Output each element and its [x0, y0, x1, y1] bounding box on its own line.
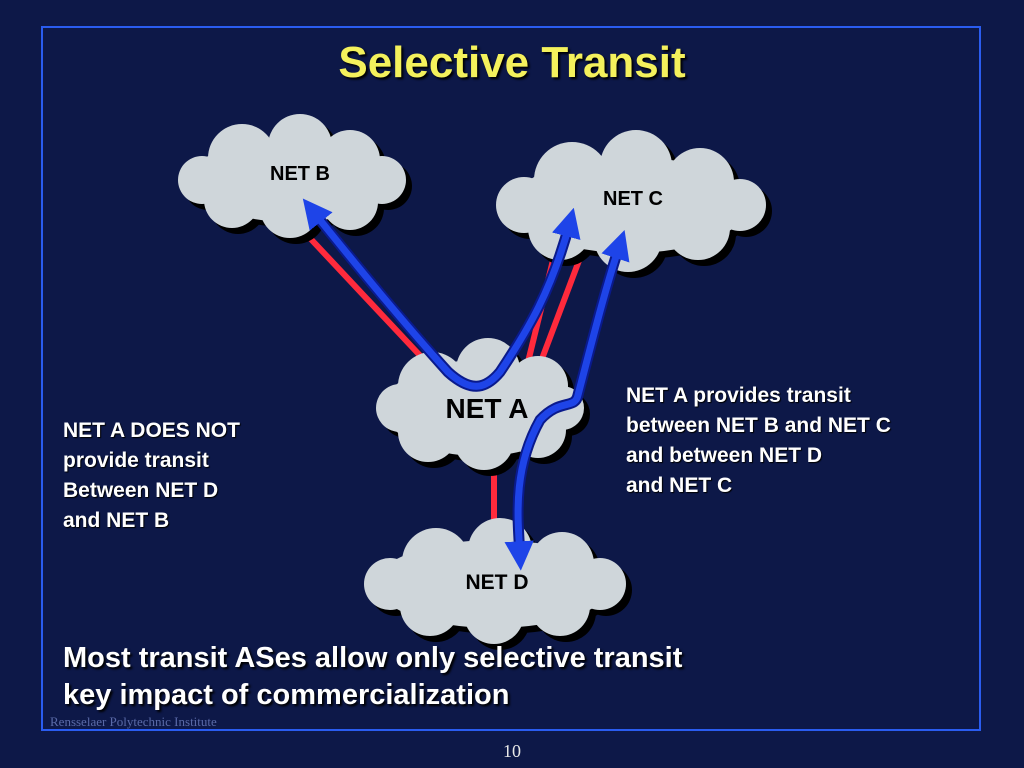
left-note-line: provide transit	[63, 449, 209, 472]
left-note-line: NET A DOES NOT	[63, 419, 240, 442]
transit-arrow-d-c	[504, 230, 630, 571]
bottom-text-line: Most transit ASes allow only selective t…	[63, 642, 683, 674]
net-d-label: NET D	[465, 571, 529, 594]
net-a-label: NET A	[445, 393, 529, 424]
page-number: 10	[503, 741, 521, 761]
left-note-line: Between NET D	[63, 479, 219, 502]
bottom-text-line: key impact of commercialization	[63, 679, 510, 711]
link-a-c-2	[537, 256, 583, 366]
net-c-label: NET C	[603, 188, 663, 210]
right-note-line: and between NET D	[626, 444, 823, 467]
right-note-line: NET A provides transit	[626, 384, 851, 407]
link-a-b	[305, 233, 431, 367]
left-note-line: and NET B	[63, 509, 170, 532]
right-note-line: and NET C	[626, 474, 733, 497]
footer-institute: Rensselaer Polytechnic Institute	[50, 714, 217, 729]
right-note-line: between NET B and NET C	[626, 414, 891, 437]
bottom-text: Most transit ASes allow only selective t…	[63, 640, 682, 714]
right-note: NET A provides transit between NET B and…	[626, 381, 891, 501]
slide-title: Selective Transit	[338, 38, 686, 87]
net-b-label: NET B	[270, 163, 330, 185]
slide-frame	[41, 26, 981, 731]
left-note: NET A DOES NOT provide transit Between N…	[63, 416, 240, 536]
